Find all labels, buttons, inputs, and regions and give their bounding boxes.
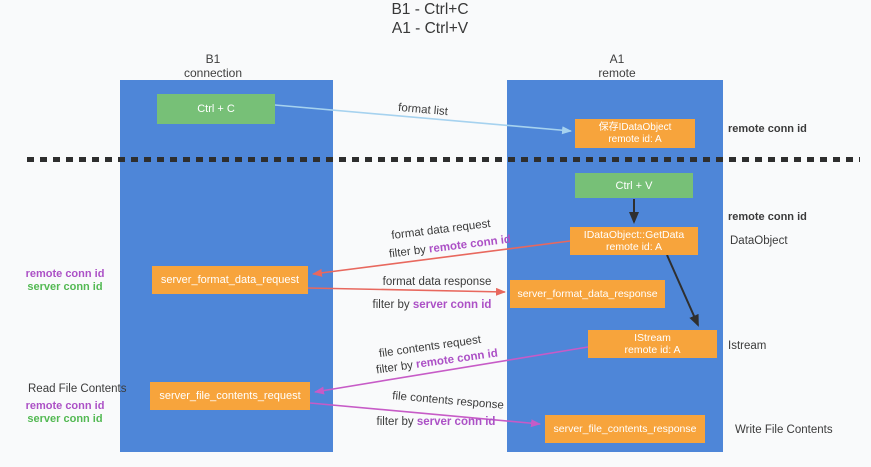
left-column-role: connection [183,66,243,80]
server-conn-id-text: server conn id [412,299,492,311]
left-column-header: B1 connection [163,52,263,80]
dataobject-label: DataObject [730,235,788,247]
file-contents-request-arrow [314,346,589,395]
left-mid-conn-ids: remote conn id server conn id [17,268,113,294]
title-line-1: B1 - Ctrl+C [391,1,469,18]
filter-by-text: filter by [376,416,417,428]
istream-line1: IStream [634,332,671,344]
left-column-name: B1 [205,52,221,66]
left-bottom-server-conn-id: server conn id [27,413,103,425]
right-remote-conn-id-mid: remote conn id [728,211,807,223]
filter-by-server-conn-id-1: filter by server conn id [373,299,492,311]
left-bottom-conn-ids: remote conn id server conn id [17,400,113,426]
filter-by-server-conn-id-2: filter by server conn id [377,416,496,428]
save-idataobject-line1: 保存IDataObject [598,121,672,133]
node-istream: IStream remote id: A [588,330,717,358]
node-save-idataobject: 保存IDataObject remote id: A [575,119,695,148]
dashed-divider [27,157,860,162]
ctrl-c-label: Ctrl + C [197,103,235,115]
left-mid-server-conn-id: server conn id [27,281,103,293]
format-data-response-label: format data response [382,276,492,288]
right-column-header: A1 remote [567,52,667,80]
left-mid-remote-conn-id: remote conn id [25,268,105,280]
node-server-format-data-response: server_format_data_response [510,280,665,308]
node-idataobject-getdata: IDataObject::GetData remote id: A [570,227,698,255]
istream-line2: remote id: A [624,344,681,356]
left-bottom-remote-conn-id: remote conn id [25,400,105,412]
save-idataobject-line2: remote id: A [608,133,662,145]
server-file-contents-request-label: server_file_contents_request [159,390,301,402]
server-file-contents-response-label: server_file_contents_response [553,423,697,435]
right-column-role: remote [598,66,636,80]
diagram-title: B1 - Ctrl+C A1 - Ctrl+V [0,0,860,38]
format-list-arrow [274,104,572,135]
server-conn-id-text: server conn id [416,416,496,428]
node-ctrl-v: Ctrl + V [575,173,693,198]
title-line-2: A1 - Ctrl+V [391,20,469,37]
istream-side-label: Istream [728,340,767,352]
format-data-request-arrow [312,240,571,277]
getdata-line1: IDataObject::GetData [583,229,685,241]
filter-by-text: filter by [372,299,413,311]
getdata-line2: remote id: A [605,241,663,253]
node-server-format-data-request: server_format_data_request [152,266,308,294]
ctrl-v-label: Ctrl + V [615,179,653,192]
node-server-file-contents-response: server_file_contents_response [545,415,705,443]
read-file-contents-label: Read File Contents [28,383,127,395]
right-column-name: A1 [609,52,625,66]
right-remote-conn-id-top: remote conn id [728,123,807,135]
node-server-file-contents-request: server_file_contents_request [150,382,310,410]
file-contents-response-arrow [309,402,541,428]
server-format-data-response-label: server_format_data_response [517,288,658,300]
getdata-to-istream-arrow [666,254,699,327]
node-ctrl-c: Ctrl + C [157,94,275,124]
server-format-data-request-label: server_format_data_request [160,274,300,286]
format-data-response-arrow [307,287,506,296]
write-file-contents-label: Write File Contents [735,424,833,436]
